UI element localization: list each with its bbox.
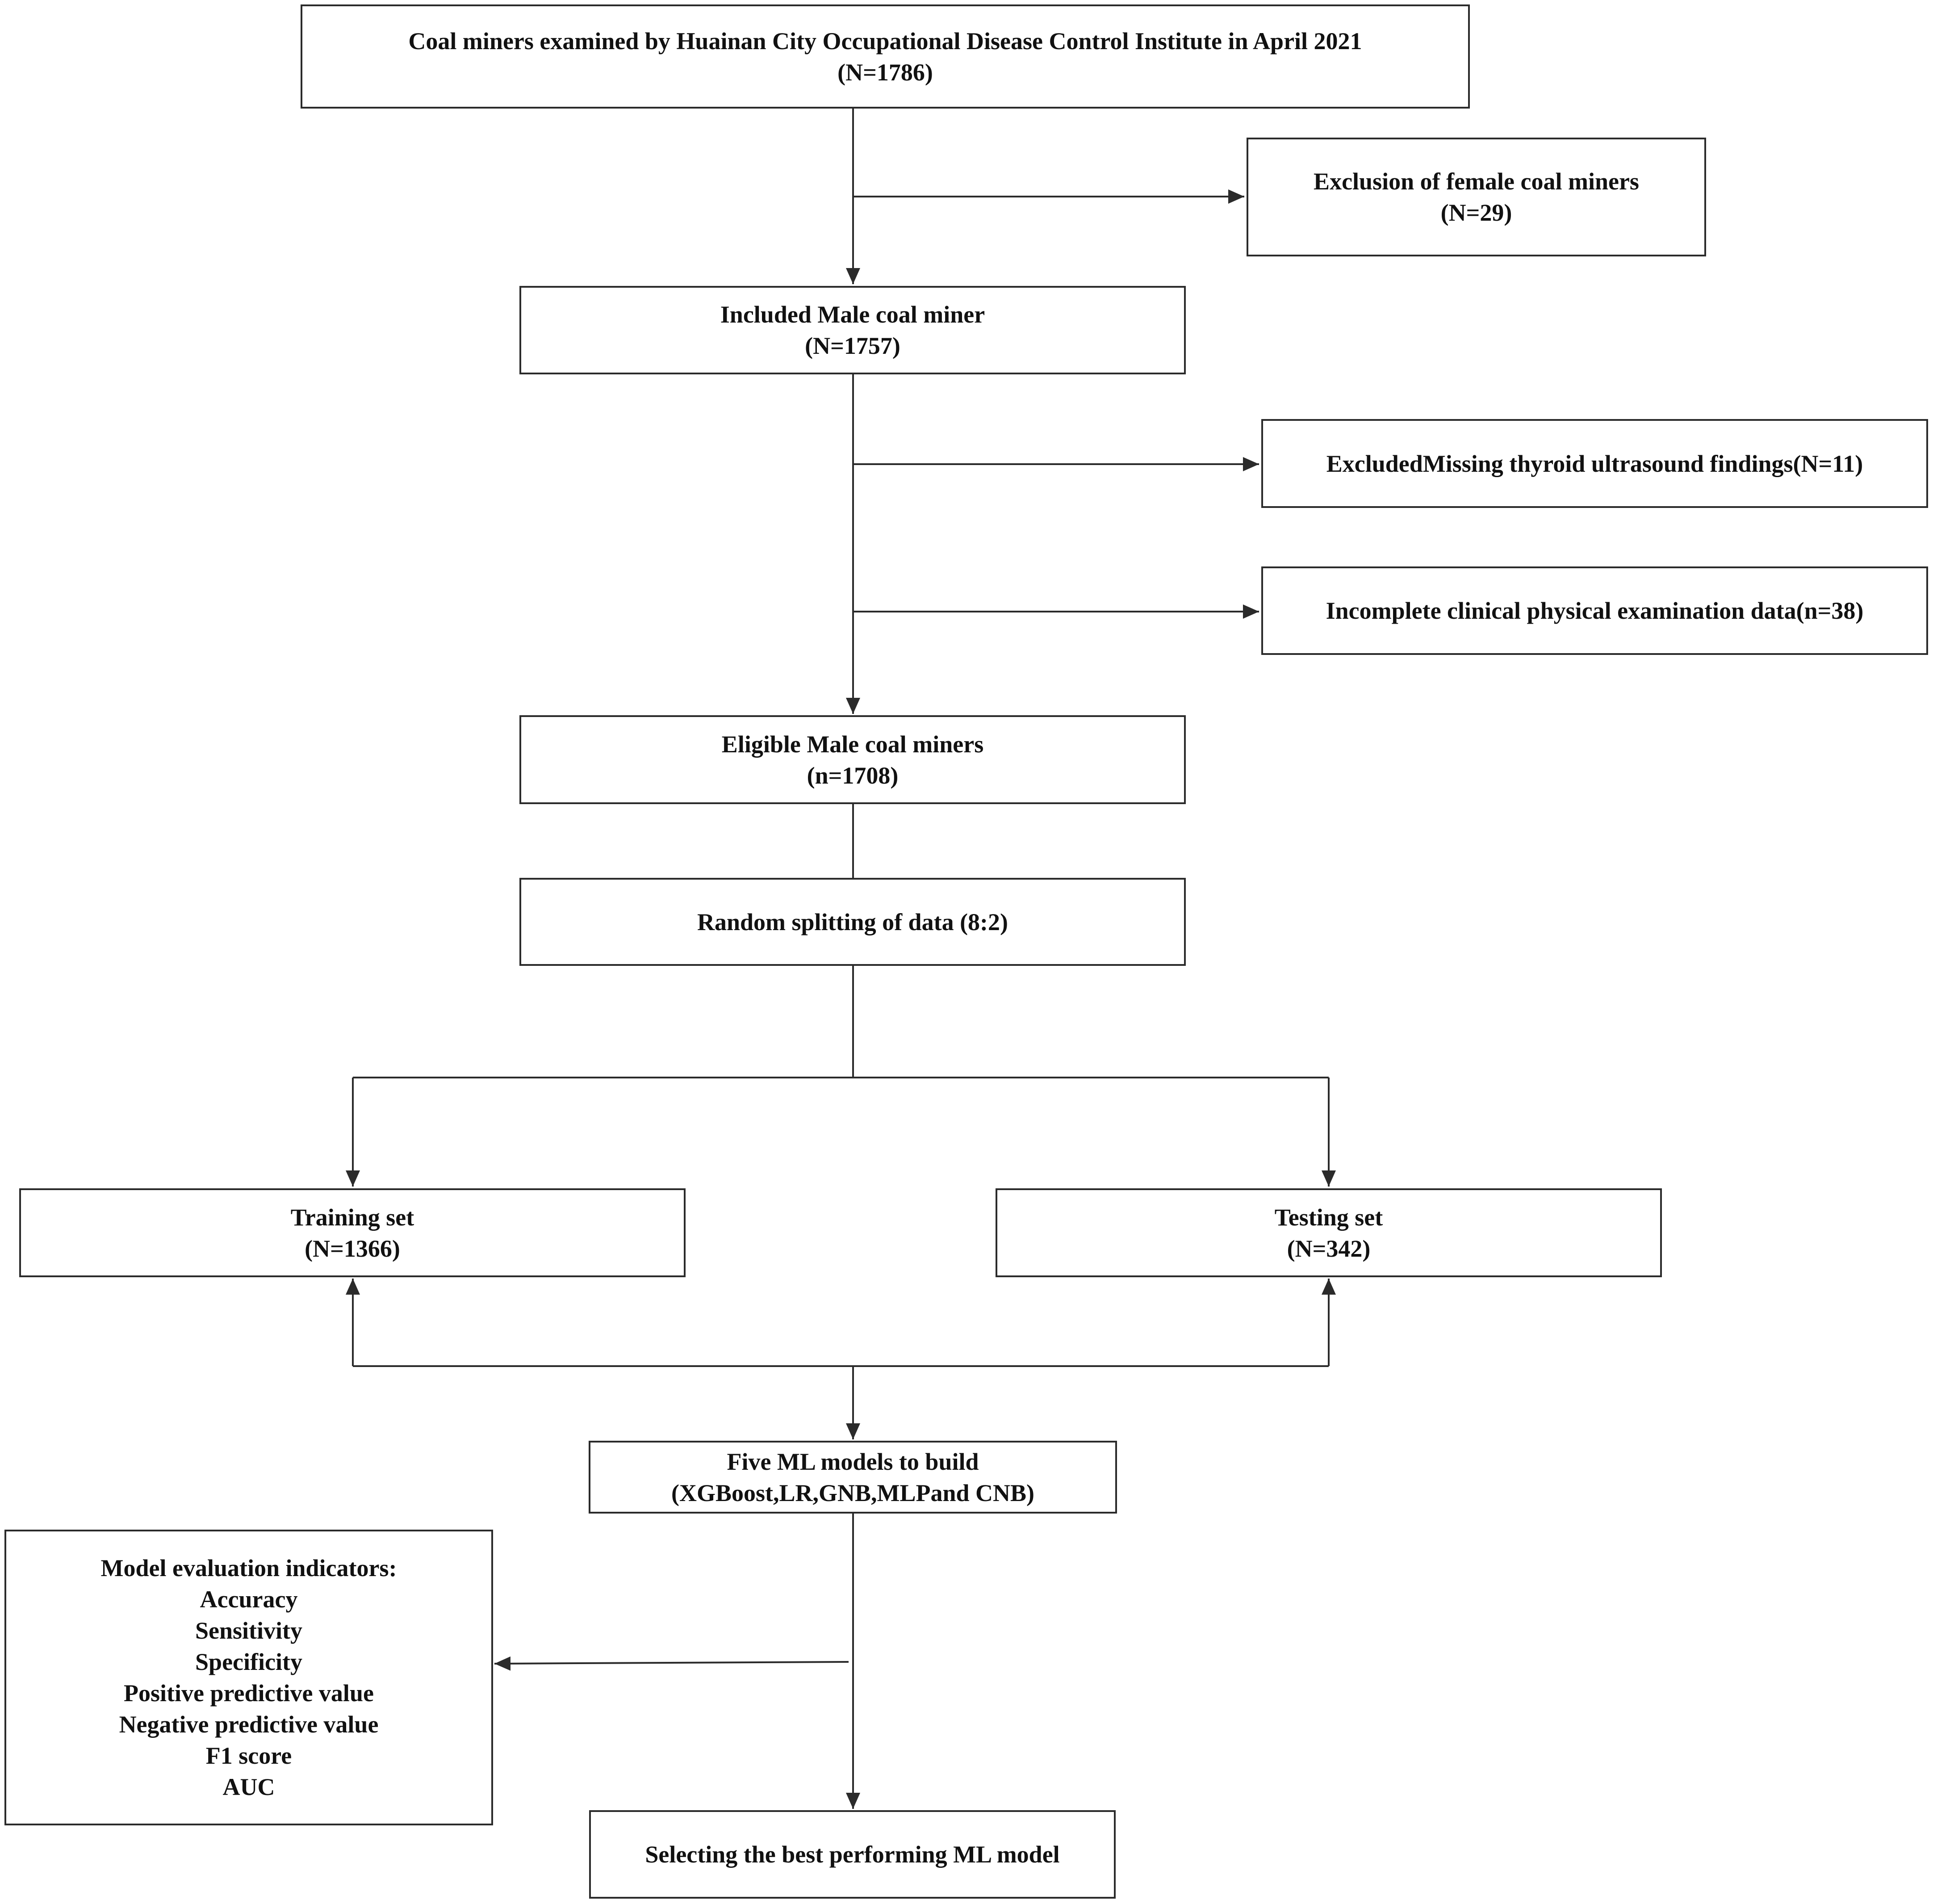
exclusion-incomplete-text: Incomplete clinical physical examination… — [1326, 597, 1864, 624]
cohort-count: (N=1786) — [837, 59, 933, 86]
cohort-title: Coal miners examined by Huainan City Occ… — [408, 27, 1362, 55]
cohort-box: Coal miners examined by Huainan City Occ… — [301, 4, 1470, 109]
ml-models-title: Five ML models to build — [727, 1448, 979, 1475]
evaluation-indicators-box: Model evaluation indicators: Accuracy Se… — [4, 1530, 493, 1825]
random-split-box: Random splitting of data (8:2) — [519, 878, 1186, 966]
exclusion-ultrasound-box: ExcludedMissing thyroid ultrasound findi… — [1261, 419, 1928, 508]
eligible-male-count: (n=1708) — [807, 762, 899, 789]
random-split-text: Random splitting of data (8:2) — [697, 908, 1008, 935]
evaluation-item-ppv: Positive predictive value — [124, 1680, 374, 1707]
exclusion-female-box: Exclusion of female coal miners (N=29) — [1247, 138, 1706, 256]
training-set-count: (N=1366) — [305, 1235, 400, 1262]
evaluation-item-npv: Negative predictive value — [119, 1711, 379, 1738]
exclusion-female-count: (N=29) — [1440, 199, 1512, 226]
exclusion-incomplete-box: Incomplete clinical physical examination… — [1261, 566, 1928, 655]
best-model-box: Selecting the best performing ML model — [589, 1810, 1116, 1899]
exclusion-female-title: Exclusion of female coal miners — [1314, 168, 1639, 195]
best-model-text: Selecting the best performing ML model — [645, 1841, 1060, 1868]
training-set-title: Training set — [290, 1204, 414, 1231]
ml-models-list: (XGBoost,LR,GNB,MLPand CNB) — [671, 1479, 1035, 1506]
ml-models-box: Five ML models to build (XGBoost,LR,GNB,… — [589, 1441, 1117, 1514]
evaluation-item-auc: AUC — [222, 1774, 275, 1800]
testing-set-count: (N=342) — [1287, 1235, 1371, 1262]
exclusion-ultrasound-text: ExcludedMissing thyroid ultrasound findi… — [1326, 450, 1863, 477]
eligible-male-title: Eligible Male coal miners — [721, 730, 984, 758]
evaluation-item-sensitivity: Sensitivity — [195, 1617, 303, 1644]
training-set-box: Training set (N=1366) — [19, 1188, 686, 1277]
included-male-count: (N=1757) — [805, 332, 900, 359]
connector-to-evaluation — [494, 1656, 849, 1671]
testing-set-title: Testing set — [1274, 1204, 1383, 1231]
evaluation-item-specificity: Specificity — [195, 1648, 302, 1675]
included-male-title: Included Male coal miner — [720, 301, 985, 328]
evaluation-item-f1: F1 score — [205, 1742, 292, 1769]
testing-set-box: Testing set (N=342) — [996, 1188, 1662, 1277]
evaluation-item-accuracy: Accuracy — [200, 1586, 298, 1613]
eligible-male-box: Eligible Male coal miners (n=1708) — [519, 715, 1186, 804]
evaluation-title: Model evaluation indicators: — [100, 1555, 397, 1581]
included-male-box: Included Male coal miner (N=1757) — [519, 286, 1186, 374]
